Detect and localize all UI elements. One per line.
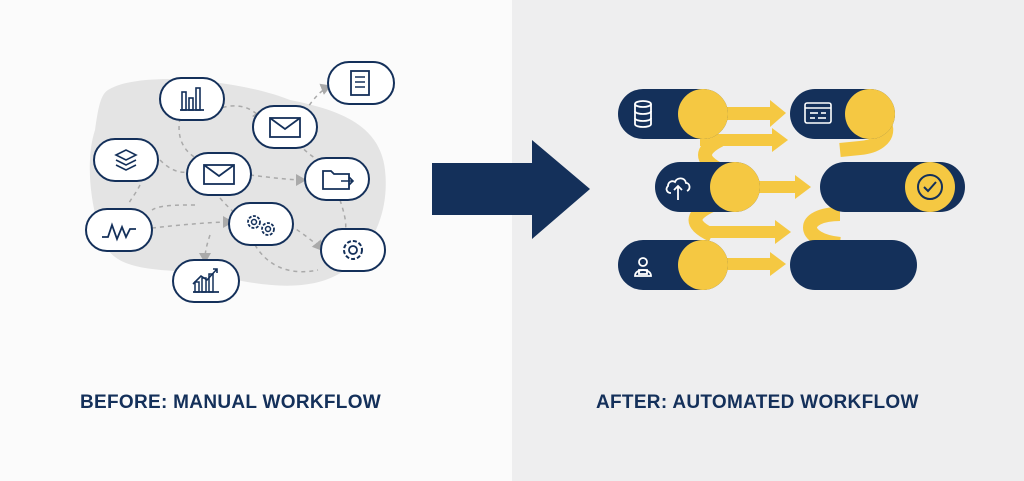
folder-arrow-icon: [304, 157, 370, 201]
after-panel: [512, 0, 1024, 481]
stack-layers-icon: [93, 138, 159, 182]
bar-chart-icon: [159, 77, 225, 121]
check-pill: [820, 162, 965, 212]
trend-chart-icon: [172, 259, 240, 303]
dashboard-icon: [804, 102, 832, 124]
after-caption: AFTER: AUTOMATED WORKFLOW: [596, 392, 919, 413]
gear-icon: [320, 228, 386, 272]
cloud-pill: [655, 162, 760, 212]
database-pill: [618, 89, 728, 139]
envelope-icon: [186, 152, 252, 196]
before-caption: BEFORE: MANUAL WORKFLOW: [80, 392, 382, 413]
envelope-icon: [252, 105, 318, 149]
dashboard-pill: [790, 89, 895, 139]
document-icon: [327, 61, 395, 105]
database-icon: [634, 100, 652, 128]
user-icon: [634, 257, 652, 277]
output-pill: [790, 240, 917, 290]
gears-icon: [228, 202, 294, 246]
waveform-icon: [85, 208, 153, 252]
checkmark-icon: [917, 174, 943, 200]
user-pill: [618, 240, 728, 290]
cloud-upload-icon: [665, 177, 691, 200]
big-arrow-right-icon: [432, 140, 590, 239]
